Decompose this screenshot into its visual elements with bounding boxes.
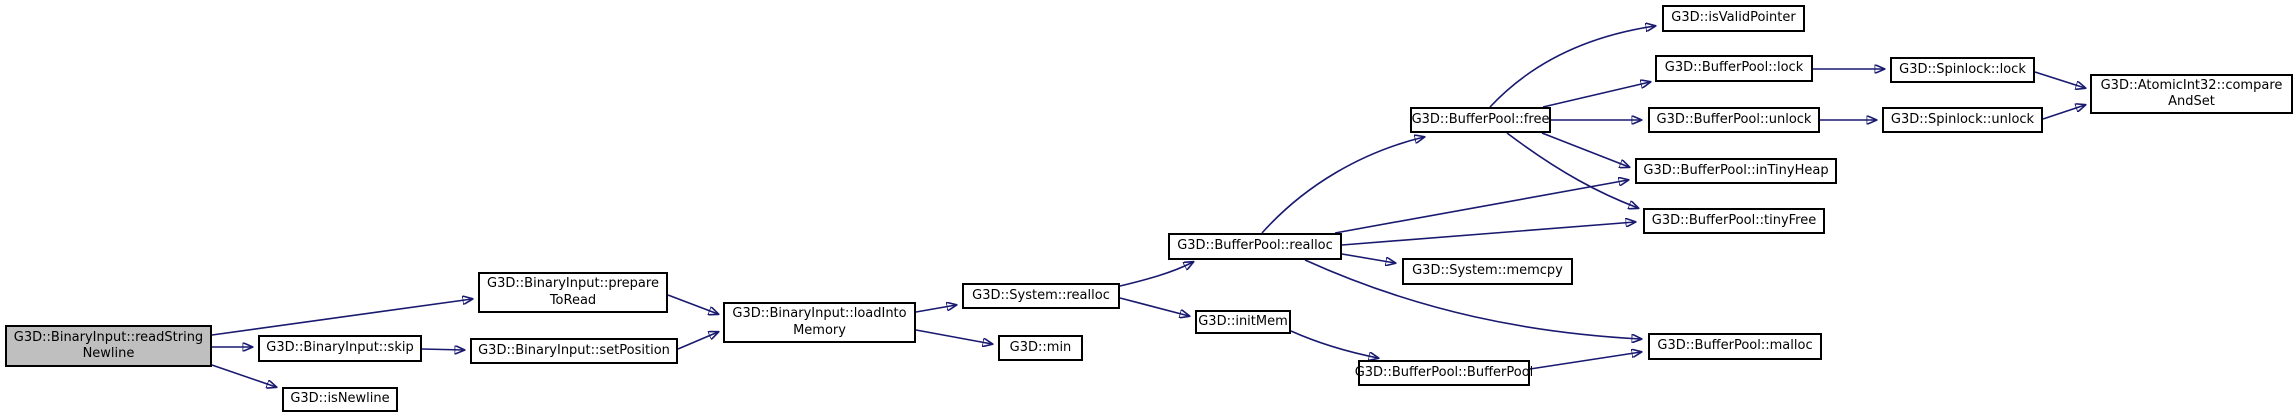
node-systemMemcpy[interactable]: G3D::System::memcpy (1402, 258, 1573, 285)
node-label: G3D::AtomicInt32::compare (2100, 77, 2283, 93)
edge-bufferPoolRealloc-inTinyHeap (1334, 180, 1628, 234)
node-label: G3D::BinaryInput::readString (13, 329, 204, 345)
node-loadIntoMemory[interactable]: G3D::BinaryInput::loadInto Memory (723, 302, 916, 343)
node-compareAndSet[interactable]: G3D::AtomicInt32::compare AndSet (2090, 74, 2293, 114)
node-setPosition[interactable]: G3D::BinaryInput::setPosition (470, 338, 678, 364)
node-label: G3D::isValidPointer (1671, 10, 1796, 26)
edge-spinlockLock-compareAndSet (2034, 71, 2085, 88)
edge-readStringNewline-prepareToRead (211, 299, 472, 336)
edge-systemRealloc-bufferPoolRealloc (1119, 262, 1193, 287)
edge-skip-setPosition (421, 349, 464, 350)
edge-spinlockUnlock-compareAndSet (2042, 105, 2085, 120)
node-label: G3D::BufferPool::realloc (1177, 238, 1333, 254)
node-prepareToRead[interactable]: G3D::BinaryInput::prepare ToRead (478, 272, 668, 313)
node-label: G3D::BufferPool::BufferPool (1354, 364, 1534, 380)
edge-bufferPoolBufferPool-bufferPoolMalloc (1529, 352, 1641, 370)
edge-bufferPoolFree-tinyFree (1506, 132, 1638, 208)
node-initMem[interactable]: G3D::initMem (1195, 310, 1291, 334)
node-bufferPoolLock[interactable]: G3D::BufferPool::lock (1655, 55, 1813, 82)
node-bufferPoolFree[interactable]: G3D::BufferPool::free (1410, 107, 1551, 133)
node-bufferPoolMalloc[interactable]: G3D::BufferPool::malloc (1648, 333, 1822, 360)
node-label: G3D::BufferPool::lock (1664, 60, 1804, 76)
node-label: G3D::initMem (1198, 313, 1288, 329)
node-label: G3D::Spinlock::lock (1899, 61, 2026, 77)
node-label: G3D::BufferPool::inTinyHeap (1643, 162, 1829, 178)
node-label: G3D::BufferPool::tinyFree (1651, 212, 1817, 228)
node-skip[interactable]: G3D::BinaryInput::skip (258, 335, 422, 362)
edge-loadIntoMemory-min (915, 329, 992, 344)
node-bufferPoolBufferPool[interactable]: G3D::BufferPool::BufferPool (1355, 360, 1533, 386)
node-label: ToRead (549, 292, 597, 308)
node-label: G3D::System::memcpy (1412, 263, 1563, 279)
edge-bufferPoolRealloc-bufferPoolFree (1261, 137, 1424, 234)
node-bufferPoolRealloc[interactable]: G3D::BufferPool::realloc (1168, 233, 1342, 260)
node-spinlockUnlock[interactable]: G3D::Spinlock::unlock (1882, 107, 2043, 133)
node-tinyFree[interactable]: G3D::BufferPool::tinyFree (1643, 208, 1825, 234)
edge-initMem-bufferPoolBufferPool (1290, 330, 1378, 358)
node-label: G3D::BinaryInput::prepare (487, 276, 659, 292)
node-bufferPoolUnlock[interactable]: G3D::BufferPool::unlock (1648, 107, 1820, 133)
edge-bufferPoolFree-bufferPoolLock (1542, 82, 1650, 108)
node-label: G3D::BinaryInput::loadInto (732, 306, 907, 322)
edge-bufferPoolFree-inTinyHeap (1541, 132, 1629, 167)
node-label: Memory (793, 322, 846, 338)
node-label: G3D::Spinlock::unlock (1890, 111, 2035, 127)
edge-bufferPoolRealloc-tinyFree (1341, 222, 1635, 246)
edge-setPosition-loadIntoMemory (677, 332, 718, 350)
node-label: G3D::BufferPool::unlock (1656, 111, 1812, 127)
node-spinlockLock[interactable]: G3D::Spinlock::lock (1890, 57, 2035, 83)
edge-bufferPoolRealloc-bufferPoolMalloc (1304, 259, 1641, 339)
node-label: G3D::isNewline (290, 391, 390, 407)
node-isValidPointer[interactable]: G3D::isValidPointer (1662, 5, 1805, 32)
node-label: G3D::BufferPool::free (1411, 111, 1550, 127)
node-label: Newline (82, 346, 135, 361)
node-label: G3D::min (1009, 339, 1072, 355)
edge-readStringNewline-isNewline (208, 363, 276, 387)
node-inTinyHeap[interactable]: G3D::BufferPool::inTinyHeap (1635, 158, 1837, 184)
edge-bufferPoolRealloc-systemMemcpy (1341, 253, 1395, 263)
node-readStringNewline: G3D::BinaryInput::readString Newline (5, 325, 212, 367)
node-label: AndSet (2168, 94, 2215, 109)
edge-bufferPoolFree-isValidPointer (1489, 26, 1655, 108)
node-systemRealloc[interactable]: G3D::System::realloc (962, 283, 1120, 309)
node-label: G3D::BinaryInput::skip (266, 340, 414, 356)
edge-loadIntoMemory-systemRealloc (915, 305, 956, 313)
edge-prepareToRead-loadIntoMemory (667, 294, 718, 314)
node-label: G3D::BufferPool::malloc (1657, 338, 1813, 354)
edge-systemRealloc-initMem (1119, 297, 1189, 316)
node-isNewline[interactable]: G3D::isNewline (282, 387, 398, 412)
node-label: G3D::System::realloc (972, 287, 1110, 303)
node-min[interactable]: G3D::min (998, 335, 1083, 361)
node-label: G3D::BinaryInput::setPosition (478, 342, 670, 358)
